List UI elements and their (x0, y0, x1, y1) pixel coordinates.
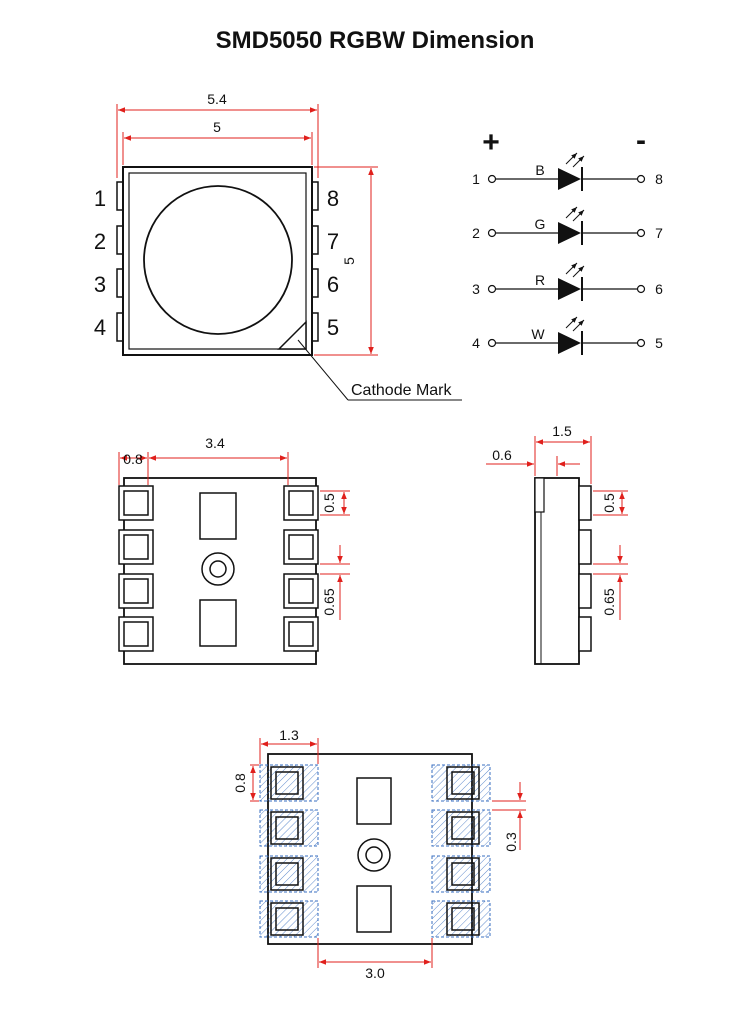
bottom-view: 0.8 3.4 0.5 0.65 (118, 435, 350, 665)
dim-land-width: 1.3 (279, 727, 299, 743)
pin-label-8: 8 (327, 186, 339, 211)
pin-label-5: 5 (327, 315, 339, 340)
cathode-sign: - (636, 124, 646, 157)
dim-height: 5 (341, 257, 357, 265)
diode-w (558, 316, 585, 355)
dim-pad-height: 0.5 (321, 493, 337, 513)
pin-label-3: 3 (94, 272, 106, 297)
pin-label-4: 4 (94, 315, 106, 340)
schem-label-b: B (535, 162, 544, 178)
cathode-mark-label: Cathode Mark (351, 382, 452, 399)
top-view: 1 2 3 4 8 7 6 5 5.4 5 5 Cathode Mark (94, 91, 462, 401)
dim-pitch: 0.65 (321, 588, 337, 615)
schem-label-r: R (535, 272, 545, 288)
schem-right-7: 7 (655, 225, 663, 241)
dim-land-height: 0.8 (232, 773, 248, 793)
dim-side-pitch: 0.65 (601, 588, 617, 615)
schematic: + - (472, 124, 663, 355)
schem-label-w: W (531, 326, 545, 342)
diode-b (558, 152, 585, 191)
dim-side-total: 1.5 (552, 423, 572, 439)
dim-land-gap: 0.3 (503, 832, 519, 852)
footprint-view: 1.3 0.8 0.3 3.0 (232, 727, 526, 981)
dim-outer-width: 5.4 (207, 91, 227, 107)
diode-g (558, 206, 585, 245)
dim-side-pad-height: 0.5 (601, 493, 617, 513)
schem-left-4: 4 (472, 335, 480, 351)
dim-body-width: 5 (213, 119, 221, 135)
page-title: SMD5050 RGBW Dimension (216, 27, 535, 54)
pin-label-7: 7 (327, 229, 339, 254)
schem-right-6: 6 (655, 281, 663, 297)
schem-label-g: G (535, 216, 546, 232)
dim-side-lens: 0.6 (492, 447, 512, 463)
side-view: 1.5 0.6 0.5 0.65 (486, 423, 628, 665)
schem-left-3: 3 (472, 281, 480, 297)
pin-label-2: 2 (94, 229, 106, 254)
lens-circle (143, 185, 293, 335)
diode-r (558, 262, 585, 301)
anode-sign: + (482, 126, 500, 159)
schem-right-5: 5 (655, 335, 663, 351)
schem-left-1: 1 (472, 171, 480, 187)
pin-label-6: 6 (327, 272, 339, 297)
dim-pad: 0.8 (123, 451, 143, 467)
dim-land-span: 3.0 (365, 965, 385, 981)
schem-left-2: 2 (472, 225, 480, 241)
schem-right-8: 8 (655, 171, 663, 187)
pin-label-1: 1 (94, 186, 106, 211)
dim-span: 3.4 (205, 435, 225, 451)
